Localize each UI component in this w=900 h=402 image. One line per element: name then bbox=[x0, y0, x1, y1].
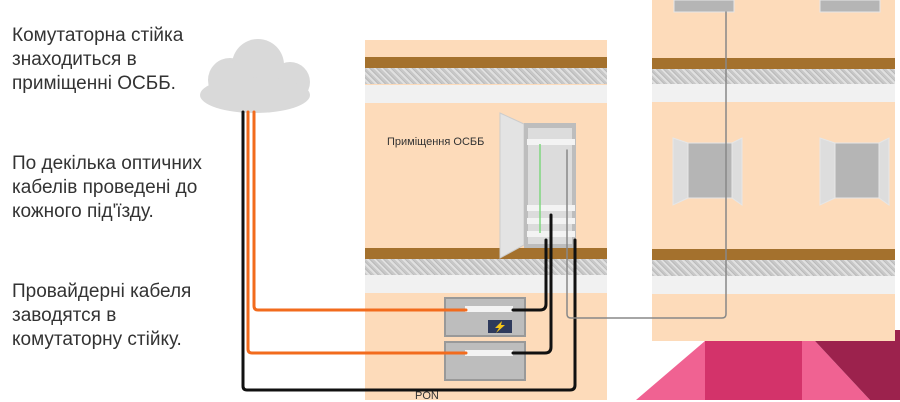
room-label: Приміщення ОСББ bbox=[387, 136, 485, 148]
paragraph-2: По декілька оптичних кабелів проведені д… bbox=[12, 153, 202, 222]
pon-label: PON bbox=[415, 390, 439, 402]
pon-cable bbox=[241, 110, 577, 392]
paragraph-1: Комутаторна стійка знаходиться в приміще… bbox=[12, 25, 184, 94]
lightning-icon bbox=[495, 321, 505, 333]
fiber-cable-1 bbox=[252, 110, 468, 312]
paragraph-3: Провайдерні кабеля заводятся в комутатор… bbox=[12, 281, 192, 350]
cloud-icon bbox=[200, 39, 310, 113]
building-entrance bbox=[652, 0, 895, 341]
riser-cable bbox=[566, 11, 727, 319]
rack bbox=[499, 112, 576, 259]
electrical-cabinets bbox=[672, 0, 890, 206]
pink-shapes bbox=[636, 330, 900, 400]
uplink-cable-1 bbox=[511, 238, 548, 312]
switch-boxes bbox=[444, 297, 526, 381]
fiber-cable-2 bbox=[246, 110, 468, 355]
uplink-cable-2 bbox=[511, 213, 553, 355]
